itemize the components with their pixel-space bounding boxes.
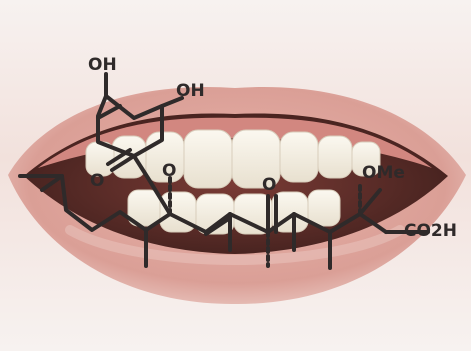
label-ome: OMe — [362, 163, 405, 183]
molecule-bonds — [18, 72, 430, 270]
bond-carbonyl-left — [110, 154, 136, 172]
label-o-lactone-carbonyl: O — [90, 171, 104, 191]
bond-chain-left-ring — [96, 94, 164, 158]
label-oh-top: OH — [88, 55, 117, 75]
upper-teeth — [85, 129, 381, 189]
tooth — [351, 141, 381, 177]
upper-gum — [38, 117, 432, 168]
tooth — [317, 135, 353, 179]
double-bond-carbonyl — [106, 148, 132, 166]
bond-main-chain — [40, 174, 388, 234]
double-bond-main — [204, 216, 232, 236]
lower-teeth — [127, 189, 341, 235]
double-bond-ring — [96, 104, 122, 120]
bond-lactone-link — [132, 154, 172, 216]
label-oh-right: OH — [176, 81, 205, 101]
label-o-ketone: O — [262, 175, 276, 195]
bond-oh-right — [160, 96, 184, 108]
tooth — [307, 189, 341, 227]
tooth — [183, 129, 233, 189]
lower-lip-highlight — [65, 225, 405, 265]
label-acid: CO2H — [404, 221, 457, 241]
bond-ome — [358, 188, 382, 216]
label-o-ring: O — [162, 161, 176, 181]
tooth — [279, 131, 319, 183]
